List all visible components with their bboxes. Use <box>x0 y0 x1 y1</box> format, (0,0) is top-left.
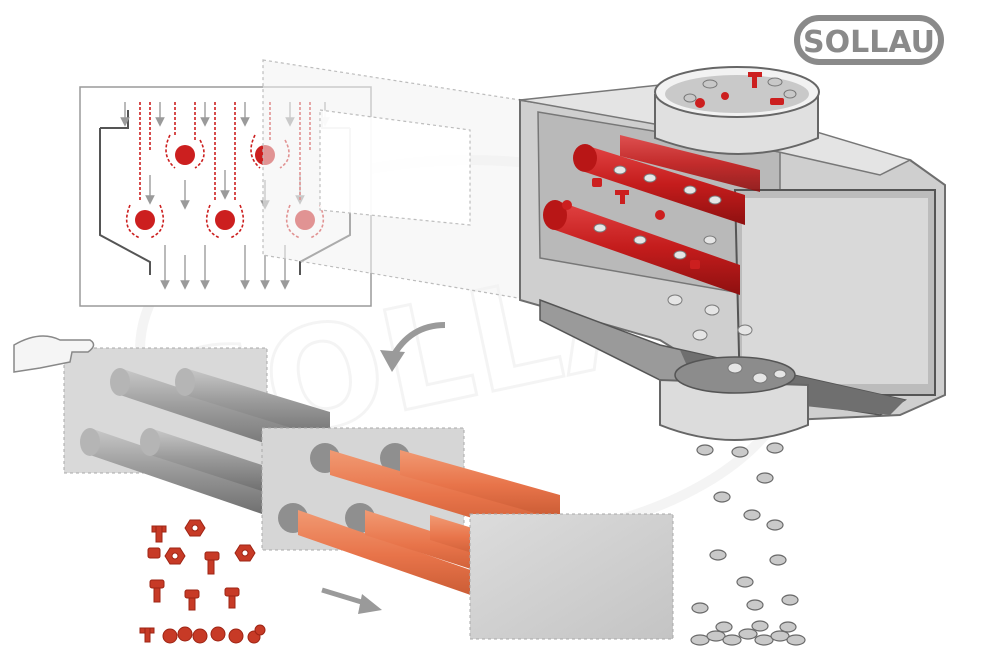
stuck-particles <box>593 165 787 384</box>
sollau-logo: SOLLAU <box>794 15 944 65</box>
inlet-pipe <box>654 66 820 155</box>
projection-guides <box>262 59 531 301</box>
outlet-pipe <box>659 356 809 441</box>
cleaning-panel <box>261 427 674 640</box>
arrow-right-icon <box>321 587 382 614</box>
logo-text: SOLLAU <box>803 25 935 60</box>
removed-grate-panel <box>13 335 330 515</box>
loaded-magnet-rods <box>543 135 787 384</box>
curved-arrow-head <box>380 350 405 372</box>
clean-product-pellets <box>690 442 806 646</box>
hand-icon <box>13 335 95 373</box>
captured-metal-parts <box>562 178 700 269</box>
released-metal-contaminants <box>139 519 266 644</box>
inlet-contaminants <box>695 72 784 108</box>
